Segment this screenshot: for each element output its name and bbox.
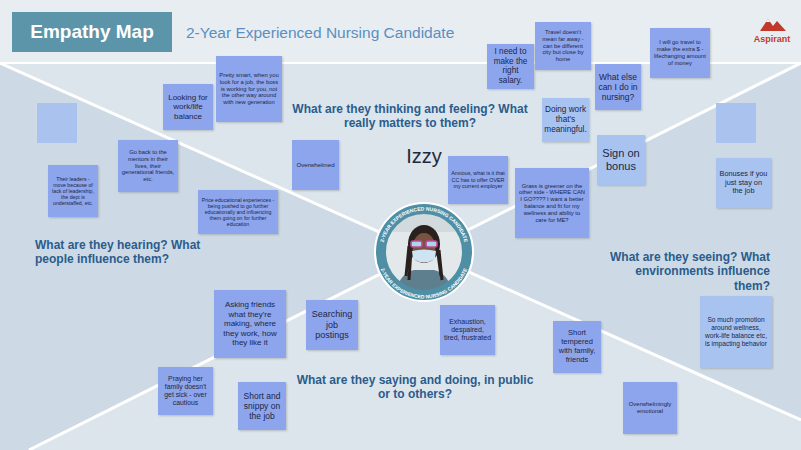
sticky-note: Short and snippy on the job <box>238 382 286 430</box>
blank-note <box>716 103 756 143</box>
portrait-ring: 2-YEAR EXPERIENCED NURSING CANDIDATE 2-YE… <box>374 202 474 302</box>
quadrant-heading: What are they thinking and feeling? What… <box>285 102 535 131</box>
note-text: Overwhelmingly emotional <box>626 401 674 415</box>
ring-text: 2-YEAR EXPERIENCED NURSING CANDIDATE <box>380 267 469 300</box>
note-text: Travel doesn't mean far away - can be di… <box>538 29 588 63</box>
note-text: What else can I do in nursing? <box>598 72 638 102</box>
note-text: Searching job postings <box>309 309 355 341</box>
logo-text: Aspirant <box>744 34 800 45</box>
note-text: Their leaders - move because of lack of … <box>51 176 95 207</box>
sticky-note: Overwhelmed <box>292 140 339 190</box>
note-text: Sign on bonus <box>600 147 642 173</box>
sticky-note: Go back to the mentors in their lives, t… <box>118 140 178 192</box>
sticky-note: Anxious, what is it that CC has to offer… <box>448 156 508 204</box>
sticky-note: Pretty smart, when you look for a job, t… <box>216 56 282 122</box>
quadrant-bottom <box>29 252 801 450</box>
divider-line <box>0 63 801 420</box>
note-text: Asking friends what they're making, wher… <box>217 300 283 347</box>
note-text: Pretty smart, when you look for a job, t… <box>219 72 279 106</box>
note-text: Overwhelmed <box>296 161 334 168</box>
sticky-note: Searching job postings <box>306 300 358 350</box>
note-text: I will go travel to make the extra $ - l… <box>653 39 707 66</box>
note-text: Exhaustion, despaired, tired, frustrated <box>443 318 492 343</box>
note-text: Short and snippy on the job <box>241 391 283 421</box>
sticky-note: Short tempered with family, friends <box>553 321 601 373</box>
ring-border <box>376 204 473 301</box>
sticky-note: Bonuses if you just stay on the job <box>716 158 771 208</box>
note-text: Short tempered with family, friends <box>556 329 598 364</box>
sticky-note: Overwhelmingly emotional <box>623 382 677 434</box>
sticky-note: Their leaders - move because of lack of … <box>48 165 98 217</box>
note-text: Go back to the mentors in their lives, t… <box>121 149 175 183</box>
sticky-note: Exhaustion, despaired, tired, frustrated <box>440 305 495 355</box>
note-text: Looking for work/life balance <box>166 93 210 121</box>
map-title: Empathy Map <box>12 12 172 52</box>
note-text: Grass is greener on the other side - WHE… <box>518 183 586 224</box>
sticky-note: So much promotion around wellness, work-… <box>700 296 772 368</box>
ring-text: 2-YEAR EXPERIENCED NURSING CANDIDATE <box>379 205 470 243</box>
sticky-note: Grass is greener on the other side - WHE… <box>515 168 589 238</box>
sticky-note: Travel doesn't mean far away - can be di… <box>535 22 591 70</box>
quadrant-heading: What are they saying and doing, in publi… <box>290 373 540 402</box>
divider-line <box>29 63 801 450</box>
sticky-note: I will go travel to make the extra $ - l… <box>650 28 710 78</box>
sticky-note: Sign on bonus <box>597 135 645 185</box>
note-text: I need to make the right salary. <box>490 47 531 86</box>
subtitle: 2-Year Experienced Nursing Candidate <box>186 24 486 43</box>
sticky-note: Price educational experiences - being pu… <box>198 190 278 234</box>
note-text: So much promotion around wellness, work-… <box>703 316 769 347</box>
note-text: Price educational experiences - being pu… <box>201 197 275 228</box>
blank-note <box>37 103 77 143</box>
quadrant-heading: What are they seeing? What environments … <box>604 250 770 293</box>
note-text: Bonuses if you just stay on the job <box>719 170 768 196</box>
sticky-note: Praying her family doesn't get sick - ov… <box>158 367 213 415</box>
sticky-note: Asking friends what they're making, wher… <box>214 290 286 358</box>
sticky-note: What else can I do in nursing? <box>595 64 641 110</box>
ring-outline: 2-YEAR EXPERIENCED NURSING CANDIDATE 2-YE… <box>374 202 474 302</box>
note-text: Anxious, what is it that CC has to offer… <box>451 170 505 189</box>
sticky-note: I need to make the right salary. <box>487 44 534 89</box>
note-text: Praying her family doesn't get sick - ov… <box>161 375 210 407</box>
note-text: Doing work that's meaningful. <box>544 105 586 134</box>
quadrant-heading: What are they hearing? What people influ… <box>35 238 215 267</box>
logo-icon <box>760 19 786 31</box>
sticky-note: Doing work that's meaningful. <box>542 98 589 142</box>
sticky-note: Looking for work/life balance <box>163 84 213 130</box>
